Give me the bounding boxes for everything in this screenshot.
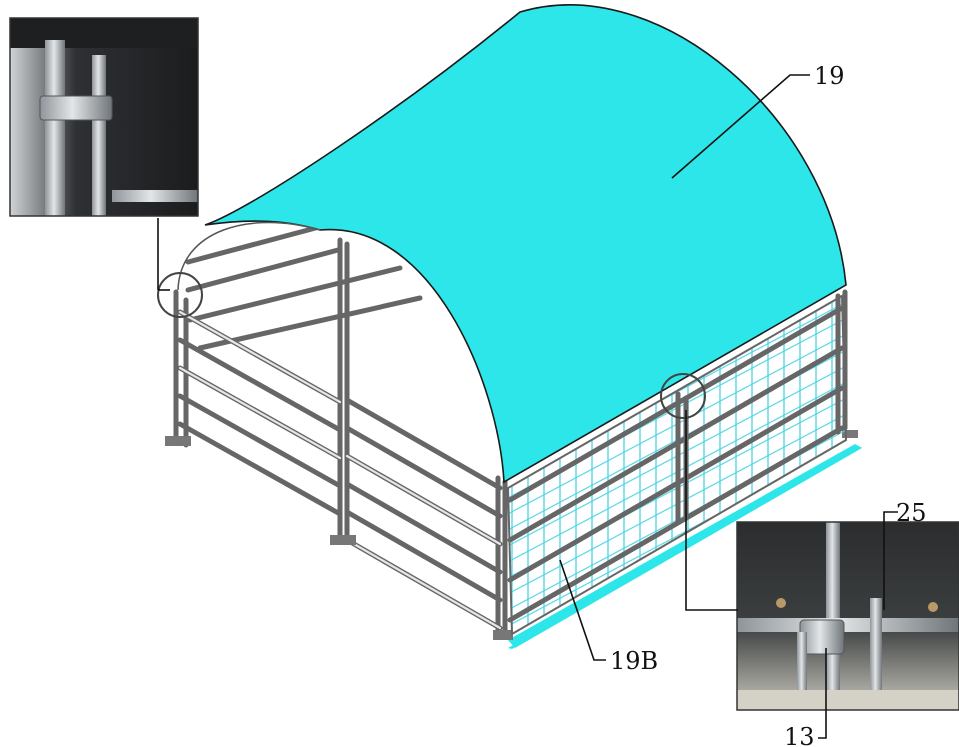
leader-lines (157, 74, 898, 739)
bottom-right-detail-photo (736, 521, 959, 711)
detail-circle-right (660, 373, 706, 419)
label-19: 19 (814, 62, 845, 90)
end-frame (165, 219, 858, 640)
top-left-detail-photo (9, 17, 199, 217)
detail-circle-left (157, 272, 203, 318)
side-wall-rails (507, 289, 848, 623)
cover-end-edge (177, 221, 321, 291)
label-25: 25 (896, 499, 927, 527)
cover-canopy (204, 4, 847, 484)
ground-cover-strip (508, 444, 862, 648)
label-19b: 19B (610, 647, 658, 675)
label-13: 13 (784, 723, 815, 747)
